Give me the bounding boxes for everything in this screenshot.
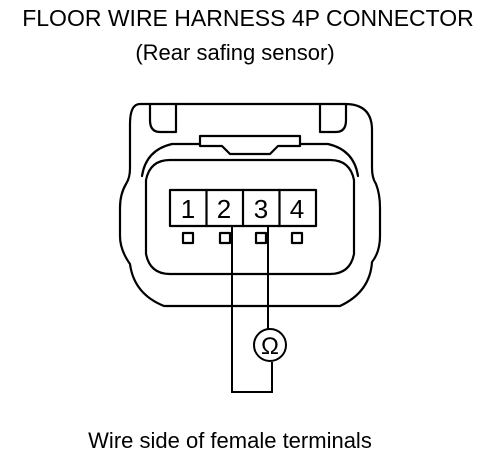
locking-tab xyxy=(198,134,302,156)
diagram-caption: Wire side of female terminals xyxy=(88,428,372,453)
terminal-lance xyxy=(218,231,232,245)
right-latch-post xyxy=(318,102,348,134)
terminal-number-4: 4 xyxy=(290,194,304,224)
diagram-title: FLOOR WIRE HARNESS 4P CONNECTOR xyxy=(22,5,474,31)
left-latch-post xyxy=(148,102,178,134)
connector-housing-outline xyxy=(118,102,382,308)
terminal-lance xyxy=(290,231,304,245)
terminal-number-2: 2 xyxy=(217,194,231,224)
housing-shoulder xyxy=(140,142,360,178)
diagram-subtitle: (Rear safing sensor) xyxy=(135,40,335,65)
terminal-number-1: 1 xyxy=(181,194,195,224)
terminal-lance xyxy=(254,231,268,245)
ohmmeter-icon: Ω xyxy=(261,333,279,360)
terminal-lance xyxy=(181,231,195,245)
terminal-cavity xyxy=(144,158,356,276)
terminal-number-3: 3 xyxy=(254,194,268,224)
ohmmeter-circle xyxy=(253,328,287,362)
meter-lead-terminal-2 xyxy=(231,226,273,393)
